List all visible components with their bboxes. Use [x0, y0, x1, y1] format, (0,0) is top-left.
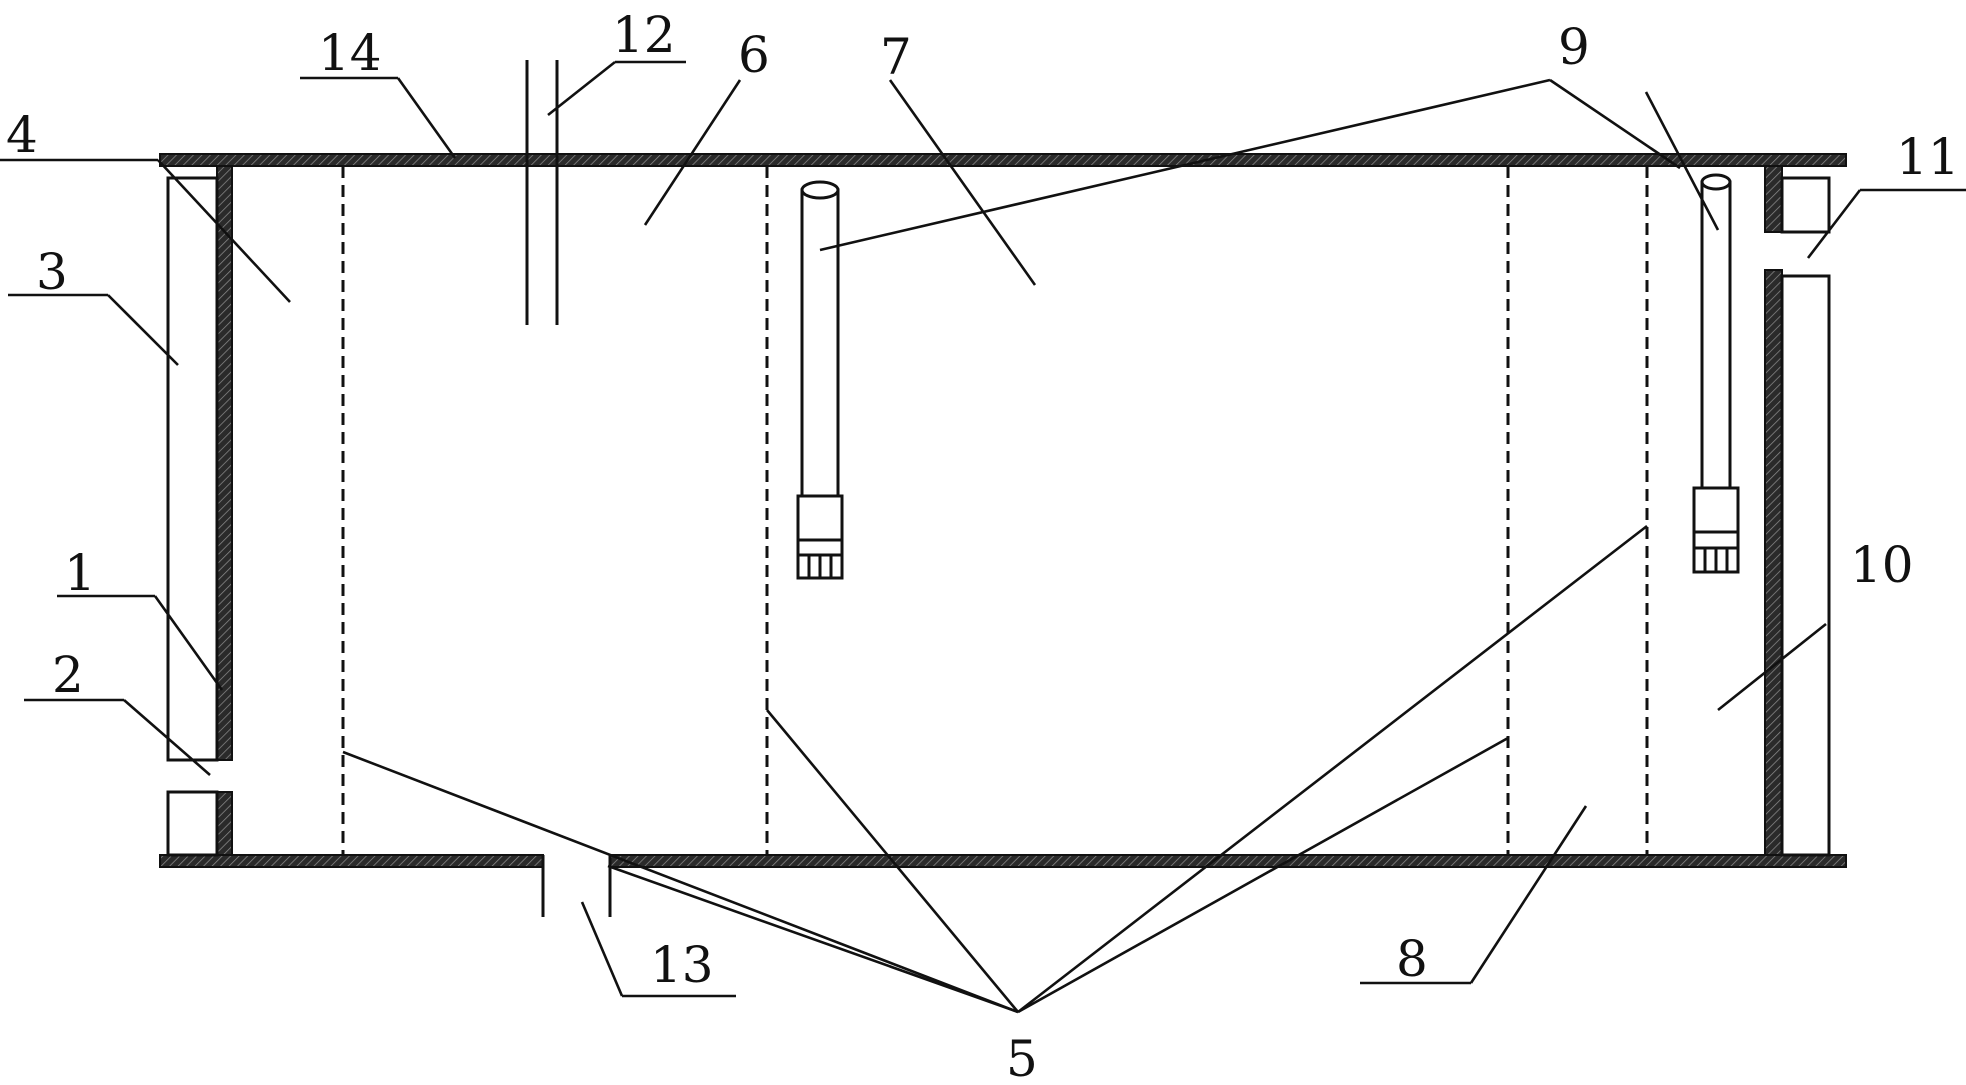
right-inner-wall-upper [1764, 165, 1783, 233]
probe-left [796, 180, 844, 580]
left-inner-wall-upper [216, 165, 233, 761]
left-channel-lower [166, 790, 219, 857]
right-channel-upper [1780, 176, 1831, 234]
right-channel-lower [1780, 274, 1831, 857]
label-7: 7 [880, 28, 912, 86]
top-wall [159, 153, 1847, 167]
label-8: 8 [1396, 930, 1428, 988]
left-inner-wall-lower [216, 791, 233, 856]
label-14: 14 [318, 24, 382, 82]
label-9: 9 [1558, 18, 1590, 76]
right-inner-wall-lower [1764, 269, 1783, 856]
label-11: 11 [1896, 128, 1960, 186]
label-6: 6 [738, 26, 770, 84]
bottom-wall-left [159, 854, 544, 868]
label-12: 12 [612, 6, 676, 64]
leader-lines [0, 60, 1966, 1014]
label-5: 5 [1006, 1030, 1038, 1085]
label-13: 13 [650, 936, 714, 994]
label-2: 2 [52, 646, 84, 704]
probe-right [1692, 173, 1740, 574]
left-channel-upper [166, 176, 219, 762]
label-10: 10 [1850, 536, 1914, 594]
bottom-wall-right [609, 854, 1847, 868]
label-4: 4 [6, 106, 38, 164]
labels: 1 2 3 4 5 6 7 8 9 10 11 12 13 14 [6, 6, 1960, 1085]
label-1: 1 [64, 544, 96, 602]
label-3: 3 [36, 243, 68, 301]
